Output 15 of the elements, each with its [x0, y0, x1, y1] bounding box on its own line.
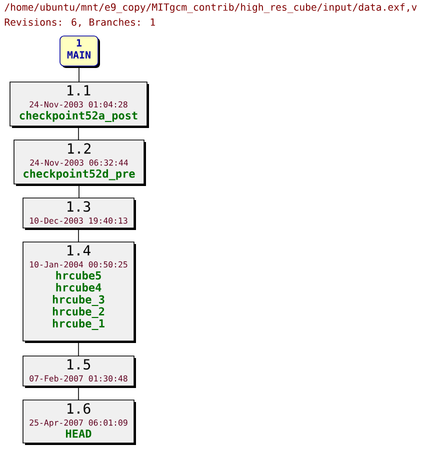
connector-line	[78, 184, 80, 198]
revision-box: 1.2 24-Nov-2003 06:32:44 checkpoint52d_pre	[14, 140, 146, 186]
connector-line	[78, 386, 79, 400]
branch-box: 1 MAIN	[60, 36, 100, 68]
revision-box: 1.6 25-Apr-2007 06:01:09 HEAD	[22, 400, 136, 445]
connector-line	[78, 340, 79, 356]
revision-box: 1.1 24-Nov-2003 01:04:28 checkpoint52a_post	[10, 82, 149, 128]
revision-box: 1.3 10-Dec-2003 19:40:13	[22, 198, 136, 230]
file-path-title: /home/ubuntu/mnt/e9_copy/MITgcm_contrib/high_res_cube/input/data.exf,v	[4, 3, 417, 13]
connector-line	[78, 228, 79, 242]
connector-line	[78, 66, 80, 82]
revision-count: Revisions: 6, Branches: 1	[4, 18, 155, 28]
revision-box: 1.4 10-Jan-2004 00:50:25 hrcube5 hrcube4 hrcube_3 hrcube_2 hrcube_1	[22, 242, 136, 343]
revision-box: 1.5 07-Feb-2007 01:30:48	[22, 356, 136, 388]
connector-line	[78, 126, 79, 140]
